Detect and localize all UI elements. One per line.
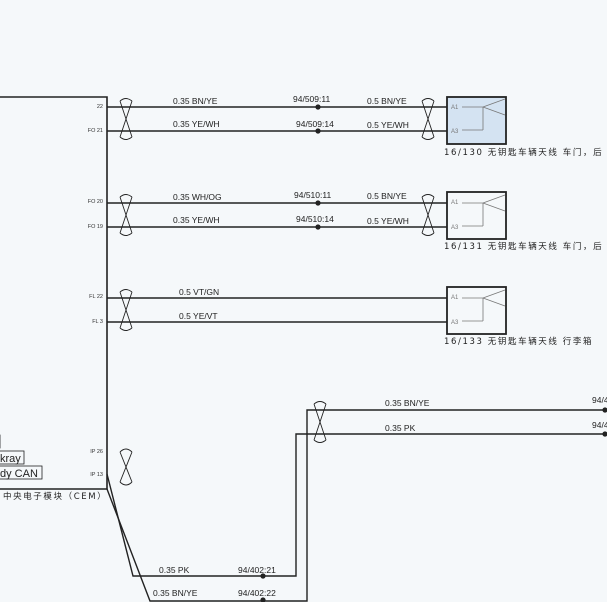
twisted-pair-symbol	[421, 194, 435, 236]
splice-label: 94/4	[592, 395, 607, 405]
cem-box-label-2: dy CAN	[0, 468, 38, 480]
wire	[106, 409, 607, 602]
connector-pin-label: A1	[451, 295, 459, 301]
splice-label: 94/510:14	[296, 214, 334, 224]
connector-pin-label: A3	[451, 225, 459, 231]
antenna-component-box	[446, 191, 507, 240]
wire-label: 0.5 YE/VT	[179, 311, 218, 321]
component-label: 16/131 无钥匙车辆天线 车门，后	[444, 241, 603, 252]
antenna-icon	[462, 98, 506, 131]
component-label: 16/133 无钥匙车辆天线 行李箱	[444, 336, 593, 347]
circuit-16-130: 0.35 BN/YE 0.35 YE/WH 94/509:11 94/509:1…	[107, 94, 603, 158]
cem-label-box-1	[0, 450, 25, 465]
module-pin-label: FO 21	[88, 128, 103, 134]
splice-point	[315, 224, 321, 230]
wire-label: 0.35 PK	[385, 423, 416, 433]
splice-label: 94/509:11	[293, 94, 330, 104]
twisted-pair-symbol	[313, 401, 327, 443]
cem-label-box-2	[0, 465, 43, 480]
splice-point	[315, 128, 321, 134]
splice-label: 94/4	[592, 420, 607, 430]
module-pin-label: FO 19	[88, 224, 103, 230]
circuit-16-131: 0.35 WH/OG 0.35 YE/WH 94/510:11 94/510:1…	[107, 190, 603, 252]
connector-pin-label: A3	[451, 320, 459, 326]
twisted-pair-symbol	[119, 194, 133, 236]
splice-point	[260, 597, 266, 602]
module-pin-label: FO 20	[88, 199, 103, 205]
wire-label: 0.5 BN/YE	[367, 96, 407, 106]
wire-label: 0.5 BN/YE	[367, 191, 407, 201]
wire-label: 0.5 VT/GN	[179, 287, 219, 297]
splice-point	[260, 573, 266, 579]
antenna-component-box	[446, 96, 507, 145]
wire-label: 0.35 YE/WH	[173, 215, 220, 225]
wire	[106, 433, 607, 577]
module-pin-label: IP 13	[90, 472, 103, 478]
antenna-component-box	[446, 286, 507, 335]
connector-pin-label: A3	[451, 129, 459, 135]
bottom-circuit: 0.35 PK 0.35 BN/YE 94/402:21 94/402:22 0…	[106, 395, 607, 602]
wire-label: 0.35 BN/YE	[153, 588, 198, 598]
connector-pin-label: A1	[451, 200, 459, 206]
component-label: 16/130 无钥匙车辆天线 车门，后	[444, 147, 603, 158]
twisted-pair-symbol	[119, 98, 133, 140]
splice-point	[315, 200, 321, 206]
cem-module-name: 中央电子模块（CEM）	[3, 491, 107, 502]
wire-label: 0.5 YE/WH	[367, 120, 409, 130]
connector-pin-label: A1	[451, 105, 459, 111]
cem-box-label-1: kray	[0, 453, 21, 465]
wire-label: 0.35 WH/OG	[173, 192, 222, 202]
splice-point	[602, 431, 607, 437]
wire-label: 0.5 YE/WH	[367, 216, 409, 226]
splice-label: 94/509:14	[296, 119, 334, 129]
splice-label: 94/402:21	[238, 565, 276, 575]
module-pin-label: FL 22	[89, 294, 103, 300]
module-pin-label: FL 3	[92, 319, 103, 325]
circuit-16-133: 0.5 VT/GN 0.5 YE/VT A1 A3 16/133 无钥匙车辆天线…	[107, 286, 593, 347]
wire-label: 0.35 YE/WH	[173, 119, 220, 129]
twisted-pair-symbol	[421, 98, 435, 140]
twisted-pair-symbol	[119, 289, 133, 331]
splice-point	[602, 407, 607, 413]
cem-module-box	[0, 96, 108, 490]
twisted-pair-symbol	[119, 448, 133, 486]
module-pin-label: 22	[97, 104, 103, 110]
splice-label: 94/510:11	[294, 190, 331, 200]
module-pin-label: IP 26	[90, 449, 103, 455]
antenna-icon	[462, 194, 506, 227]
splice-point	[315, 104, 321, 110]
antenna-icon	[462, 289, 506, 322]
wire-label: 0.35 BN/YE	[385, 398, 430, 408]
wire-label: 0.35 PK	[159, 565, 190, 575]
splice-label: 94/402:22	[238, 588, 276, 598]
wire-label: 0.35 BN/YE	[173, 96, 218, 106]
